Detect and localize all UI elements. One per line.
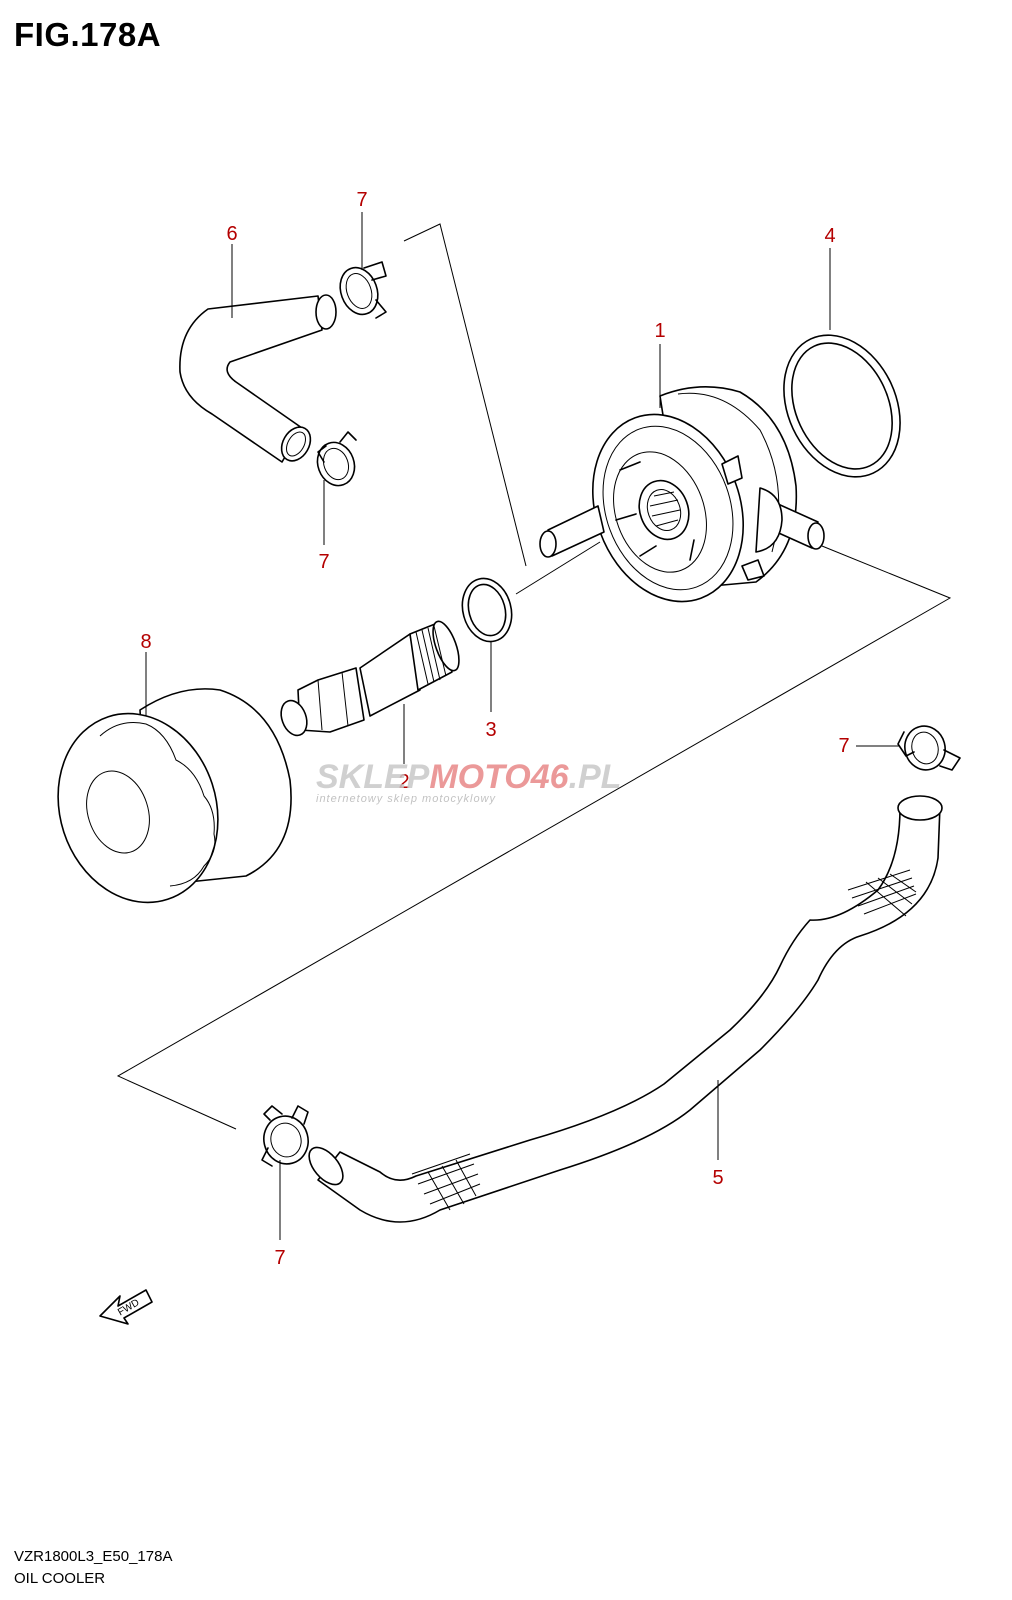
watermark: SKLEPMOTO46.PL internetowy sklep motocyk… bbox=[316, 758, 621, 805]
callout-union-bolt: 2 bbox=[398, 771, 409, 793]
callout-o-ring: 4 bbox=[824, 225, 835, 247]
gasket bbox=[461, 577, 513, 643]
short-hose bbox=[179, 294, 337, 463]
fwd-arrow: FWD bbox=[99, 1289, 153, 1325]
long-hose bbox=[308, 795, 943, 1223]
svg-text:SKLEPMOTO46.PL: SKLEPMOTO46.PL bbox=[316, 758, 621, 796]
figure-title: FIG.178A bbox=[14, 16, 162, 53]
assembly-lines bbox=[116, 223, 952, 1130]
figure-code: VZR1800L3_E50_178A bbox=[14, 1548, 173, 1565]
watermark-brand-d: .PL bbox=[569, 758, 622, 796]
callout-clamp-bottom: 7 bbox=[274, 1247, 285, 1269]
o-ring bbox=[783, 334, 901, 478]
hose-clamp-top bbox=[339, 261, 387, 319]
watermark-brand-b: MOTO bbox=[429, 758, 530, 796]
watermark-tagline: internetowy sklep motocyklowy bbox=[316, 793, 497, 805]
leader-lines bbox=[145, 212, 900, 1240]
oil-cooler bbox=[539, 386, 825, 603]
callout-clamp-right: 7 bbox=[838, 735, 849, 757]
callout-clamp-middle: 7 bbox=[318, 551, 329, 573]
hose-clamp-right bbox=[897, 725, 961, 771]
union-bolt bbox=[280, 620, 460, 737]
watermark-brand-c: 46 bbox=[530, 758, 570, 796]
callout-hose-long: 5 bbox=[712, 1167, 723, 1189]
callout-numbers: 1 2 3 4 5 6 7 7 7 7 8 bbox=[140, 189, 849, 1269]
callout-oil-cooler: 1 bbox=[654, 320, 665, 342]
figure-name: OIL COOLER bbox=[14, 1570, 106, 1587]
hose-clamp-middle bbox=[316, 431, 357, 487]
oil-filter bbox=[57, 688, 292, 904]
callout-gasket: 3 bbox=[485, 719, 496, 741]
callout-hose-short: 6 bbox=[226, 223, 237, 245]
hose-clamp-bottom bbox=[261, 1105, 309, 1167]
callout-clamp-top: 7 bbox=[356, 189, 367, 211]
watermark-brand-a: SKLEP bbox=[316, 758, 430, 796]
callout-oil-filter: 8 bbox=[140, 631, 151, 653]
